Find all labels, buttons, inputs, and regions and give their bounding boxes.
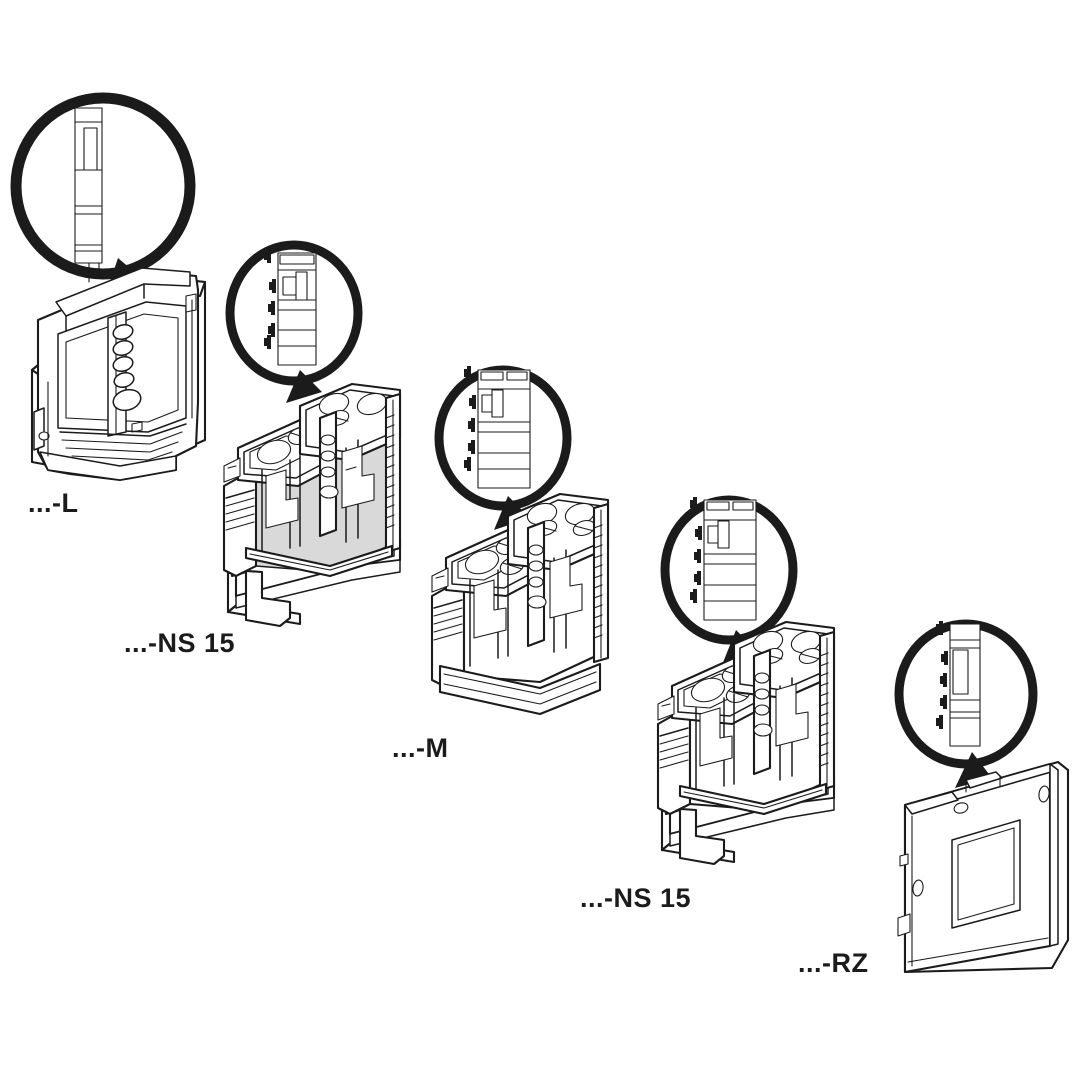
part-label-l: ...-L — [28, 488, 79, 518]
part-terminal-block-m — [430, 492, 610, 716]
callout-ns15-a-detail — [258, 249, 317, 366]
part-label-m: ...-M — [392, 733, 449, 763]
callout-ns15-a — [225, 240, 363, 403]
part-terminal-block-ns15-b — [656, 620, 836, 866]
part-end-plate-l — [30, 267, 207, 482]
callout-rz-detail — [930, 621, 981, 747]
callout-rz — [894, 619, 1038, 788]
callout-l — [10, 92, 196, 300]
part-label-ns15-a: ...-NS 15 — [124, 628, 236, 658]
part-label-ns15-b: ...-NS 15 — [580, 883, 692, 913]
callout-m-detail — [458, 366, 531, 489]
part-label-rz: ...-RZ — [798, 948, 869, 978]
callout-ns15-b-detail — [684, 497, 757, 621]
callout-m — [434, 365, 572, 530]
callout-ns15-b — [660, 495, 798, 665]
part-terminal-block-ns15-a — [222, 382, 402, 628]
callout-l-detail — [74, 107, 103, 283]
part-cover-plate-rz — [897, 760, 1070, 974]
